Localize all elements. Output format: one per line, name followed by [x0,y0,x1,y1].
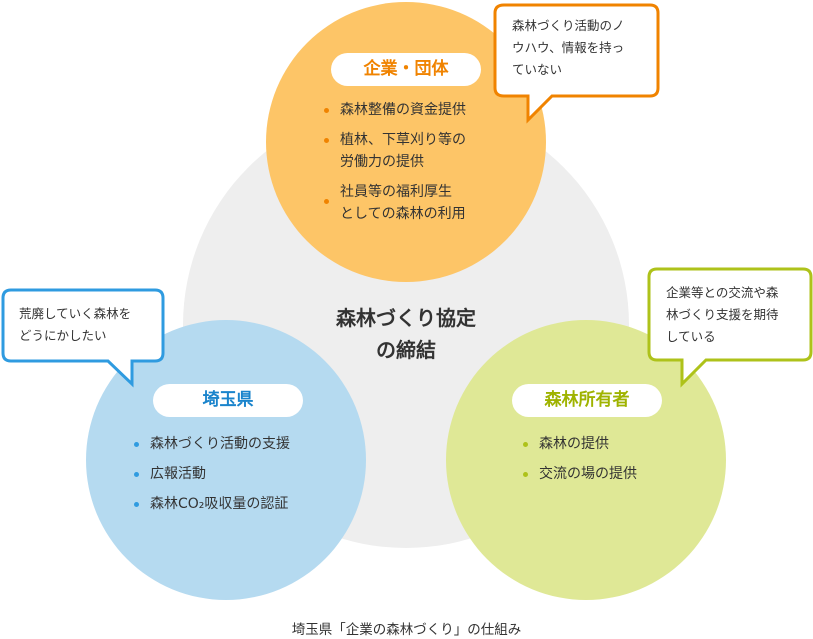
list-item: 森林の提供 [521,433,637,455]
company-label: 企業・団体 [331,53,481,86]
owner-circle [446,320,726,600]
owner-label: 森林所有者 [512,384,662,417]
list-item: 森林CO₂吸収量の認証 [132,493,290,515]
prefecture-label: 埼玉県 [153,384,303,417]
prefecture-bubble-shape [1,288,165,388]
bullet-icon [324,199,329,204]
company-list: 森林整備の資金提供 植林、下草刈り等の労働力の提供 社員等の福利厚生としての森林… [322,99,466,233]
list-item: 広報活動 [132,463,290,485]
list-item: 植林、下草刈り等の労働力の提供 [322,129,466,173]
owner-list: 森林の提供 交流の場の提供 [521,433,637,493]
company-bubble-shape [493,3,660,124]
bullet-icon [324,138,329,143]
owner-bubble-shape [647,267,813,388]
bullet-icon [523,472,528,477]
owner-bubble-text: 企業等との交流や森林づくり支援を期待している [666,285,779,344]
list-item: 森林整備の資金提供 [322,99,466,121]
bullet-icon [134,442,139,447]
center-title: 森林づくり協定の締結 [336,306,476,362]
list-item: 交流の場の提供 [521,463,637,485]
bullet-icon [324,108,329,113]
diagram-caption: 埼玉県「企業の森林づくり」の仕組み [291,622,522,638]
prefecture-list: 森林づくり活動の支援 広報活動 森林CO₂吸収量の認証 [132,433,290,523]
bullet-icon [134,502,139,507]
bullet-icon [134,472,139,477]
bullet-icon [523,442,528,447]
list-item: 社員等の福利厚生としての森林の利用 [322,181,466,225]
company-bubble-text: 森林づくり活動のノウハウ、情報を持っていない [512,18,625,77]
list-item: 森林づくり活動の支援 [132,433,290,455]
prefecture-bubble-text: 荒廃していく森林をどうにかしたい [19,306,132,343]
